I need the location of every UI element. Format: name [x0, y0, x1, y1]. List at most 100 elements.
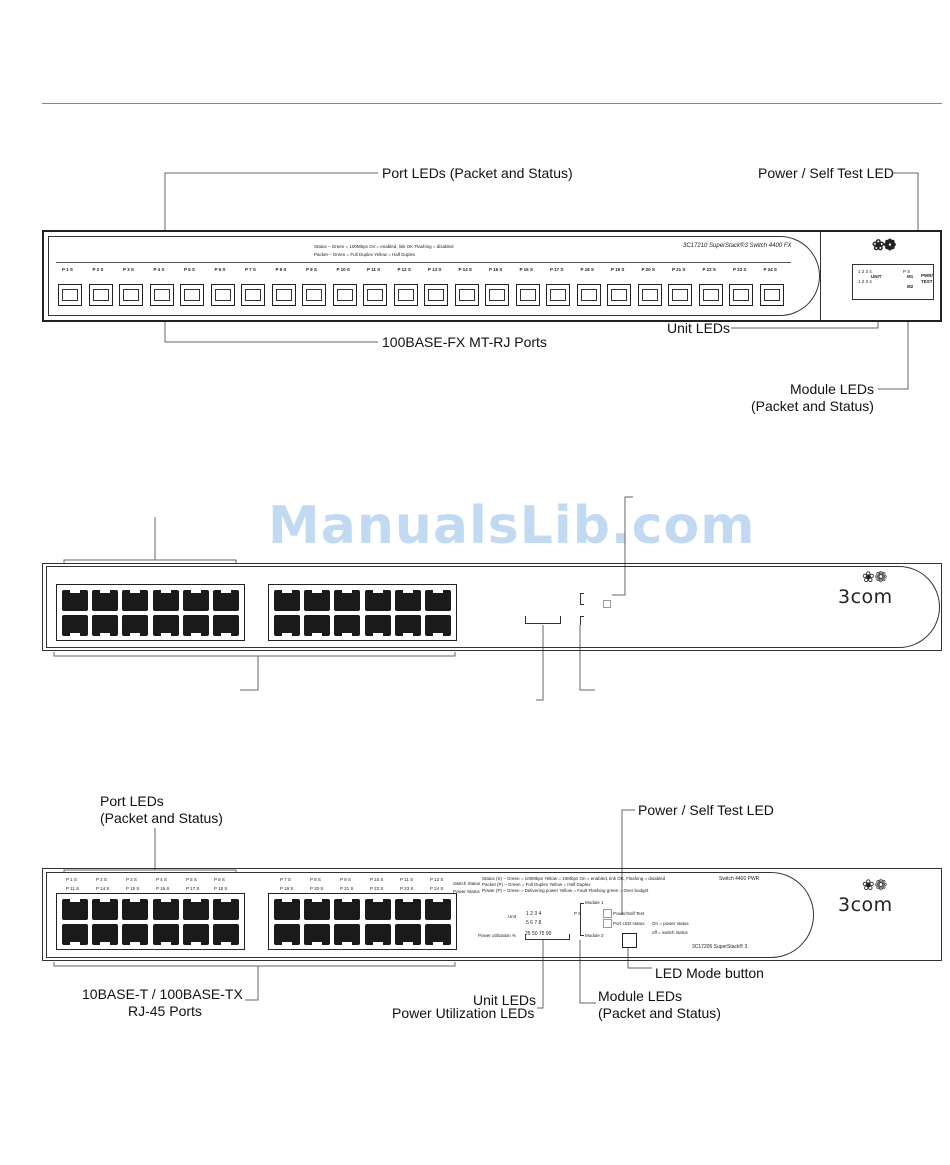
mtrj-port-socket: [702, 289, 719, 301]
mtrj-port-socket: [336, 289, 353, 301]
panel3-power-led: [603, 909, 612, 918]
rj45-port: [425, 899, 451, 920]
mtrj-port: [454, 284, 479, 306]
rj45-port: [364, 899, 391, 920]
port-label-bottom: P 20 S: [310, 886, 324, 891]
rj45-port-notch: [372, 899, 383, 902]
rj45-port-notch: [130, 633, 141, 636]
panel3-3com-logo: 3com: [838, 894, 893, 916]
panel1-right-section: [820, 232, 821, 320]
panel1-module-leds-callout-2: (Packet and Status): [751, 398, 874, 414]
panel2-power-led: [603, 600, 611, 608]
unit-row-1: 1 2 3 4: [858, 269, 872, 274]
rj45-port: [274, 899, 300, 920]
port-label: P 12 S: [397, 267, 411, 272]
mtrj-port: [393, 284, 418, 306]
mtrj-port-socket: [245, 289, 261, 301]
port-label-top: P 3 S: [126, 877, 137, 882]
mtrj-port: [546, 284, 570, 306]
panel1-unit-leds-callout: Unit LEDs: [667, 320, 731, 336]
panel3-module1: Module 1: [585, 900, 604, 905]
panel2-chassis: [42, 563, 942, 651]
rj45-port: [152, 899, 179, 920]
panel3-port-leds-callout: Port LEDs: [100, 793, 164, 809]
port-label-bottom: P 14 S: [96, 886, 110, 891]
panel3-module-ps: P S: [574, 911, 582, 916]
unit-row-2: 1 2 3 4: [858, 279, 872, 284]
rj45-port: [334, 924, 361, 945]
rj45-port: [274, 615, 300, 636]
panel3-module2: Module 2: [585, 933, 604, 938]
port-label-bottom: P 22 S: [370, 886, 384, 891]
led-mode-button[interactable]: [622, 933, 637, 948]
panel3-logo-mark: ❀❁: [862, 877, 888, 894]
mtrj-port: [210, 284, 235, 306]
rj45-port: [62, 590, 88, 611]
module-ps: P S: [903, 269, 911, 274]
panel3-module-leds-callout: Module LEDs: [598, 988, 683, 1004]
rj45-port: [122, 899, 149, 920]
rj45-port: [213, 615, 239, 636]
port-label-top: P 5 S: [186, 877, 197, 882]
pwr-label: PWR/: [921, 273, 933, 278]
port-label: P 4 S: [153, 267, 165, 272]
panel1-unit-led-box: 1 2 3 4 1 2 3 4 UNIT P S M1 M2 PWR/ TEST: [852, 264, 934, 300]
panel3-unit-row2: 5 6 7 8: [526, 920, 542, 926]
rj45-port-notch: [402, 899, 413, 902]
mtrj-port: [149, 284, 174, 306]
rj45-port-notch: [312, 590, 323, 593]
rj45-port: [152, 924, 179, 945]
rj45-port-notch: [402, 942, 413, 945]
callout-text: Port LEDs (Packet and Status): [382, 165, 573, 181]
mtrj-port: [668, 284, 692, 306]
rj45-port: [182, 615, 209, 636]
port-label: P 5 S: [184, 267, 195, 272]
port-label: P 15 S: [489, 267, 503, 272]
port-label-bottom: P 18 S: [214, 886, 228, 891]
mtrj-port-socket: [306, 289, 322, 301]
port-label: P 10 S: [336, 267, 350, 272]
panel3-power-status: Power Status: [453, 889, 480, 894]
rj45-port: [364, 924, 391, 945]
panel1-ports-callout: 100BASE-FX MT-RJ Ports: [382, 334, 547, 350]
rj45-port: [152, 590, 179, 611]
rj45-port-notch: [70, 633, 80, 636]
panel3-power-util-callout: Power Utilization LEDs: [392, 1005, 535, 1021]
rj45-port: [394, 899, 421, 920]
port-label: P 8 S: [275, 267, 287, 272]
rj45-port: [334, 615, 361, 636]
mtrj-port-socket: [367, 289, 383, 301]
unit-label: UNIT: [871, 274, 882, 279]
panel3-power-led-callout: Power / Self Test LED: [638, 802, 774, 818]
mtrj-port: [515, 284, 540, 306]
mtrj-port: [485, 284, 509, 306]
panel3-port-block-2: [268, 893, 457, 950]
port-label: P 11 S: [367, 267, 381, 272]
mtrj-port-socket: [214, 289, 231, 301]
mtrj-port-socket: [92, 289, 109, 301]
port-label-top: P 12 S: [430, 877, 444, 882]
port-label: P 18 S: [580, 267, 594, 272]
rj45-port: [425, 615, 451, 636]
port-label-top: P 7 S: [280, 877, 291, 882]
rj45-port: [213, 924, 239, 945]
port-label-top: P 10 S: [370, 877, 384, 882]
port-label: P 1 S: [62, 267, 73, 272]
rj45-port-notch: [342, 942, 353, 945]
mtrj-port: [698, 284, 723, 306]
rj45-port-notch: [221, 899, 231, 902]
mtrj-port-socket: [458, 289, 475, 301]
panel3-off-switch: off = switch status: [652, 930, 688, 935]
port-label: P 9 S: [306, 267, 317, 272]
mtrj-port: [180, 284, 204, 306]
port-label-top: P 11 S: [400, 877, 414, 882]
rj45-port: [364, 590, 391, 611]
rj45-port: [182, 899, 209, 920]
rj45-port: [213, 590, 239, 611]
rj45-port-notch: [130, 899, 141, 902]
port-label: P 23 S: [733, 267, 747, 272]
port-label: P 13 S: [428, 267, 442, 272]
rj45-port-notch: [342, 590, 353, 593]
rj45-port-notch: [312, 633, 323, 636]
mtrj-port-socket: [611, 289, 627, 301]
